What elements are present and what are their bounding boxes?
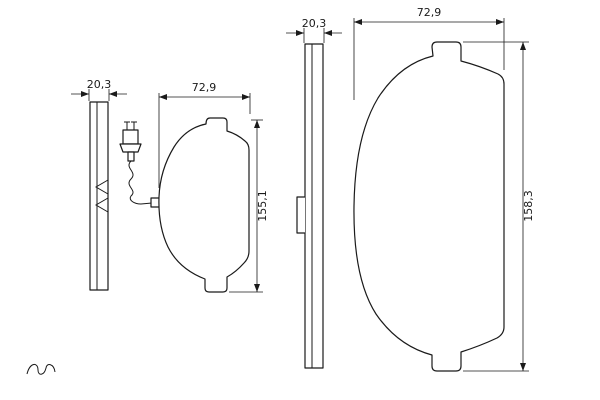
dim-right-width-label: 72,9 [417, 6, 442, 19]
dim-left-height: 155,1 [229, 119, 269, 293]
dim-right-thickness: 20,3 [286, 17, 342, 43]
dim-left-thickness: 20,3 [71, 78, 127, 101]
logo-mark [26, 364, 56, 375]
dim-right-height-label: 158,3 [522, 190, 535, 222]
sensor-connector [119, 121, 142, 162]
sensor-wire [128, 160, 153, 205]
dim-left-thickness-label: 20,3 [87, 78, 112, 91]
dim-right-width: 72,9 [353, 6, 505, 100]
dim-right-thickness-label: 20,3 [302, 17, 327, 30]
wear-sensor [119, 121, 161, 208]
right-pad-side-view [296, 43, 324, 369]
dim-left-height-label: 155,1 [256, 190, 269, 222]
side-view-lug [296, 196, 305, 234]
dim-left-width: 72,9 [158, 81, 251, 188]
retaining-clip [95, 176, 109, 216]
left-pad-front-view [158, 117, 250, 293]
dim-right-height: 158,3 [463, 41, 535, 372]
left-pad-side-view [89, 101, 109, 291]
dim-left-width-label: 72,9 [192, 81, 217, 94]
right-pad-front-view [353, 41, 505, 372]
